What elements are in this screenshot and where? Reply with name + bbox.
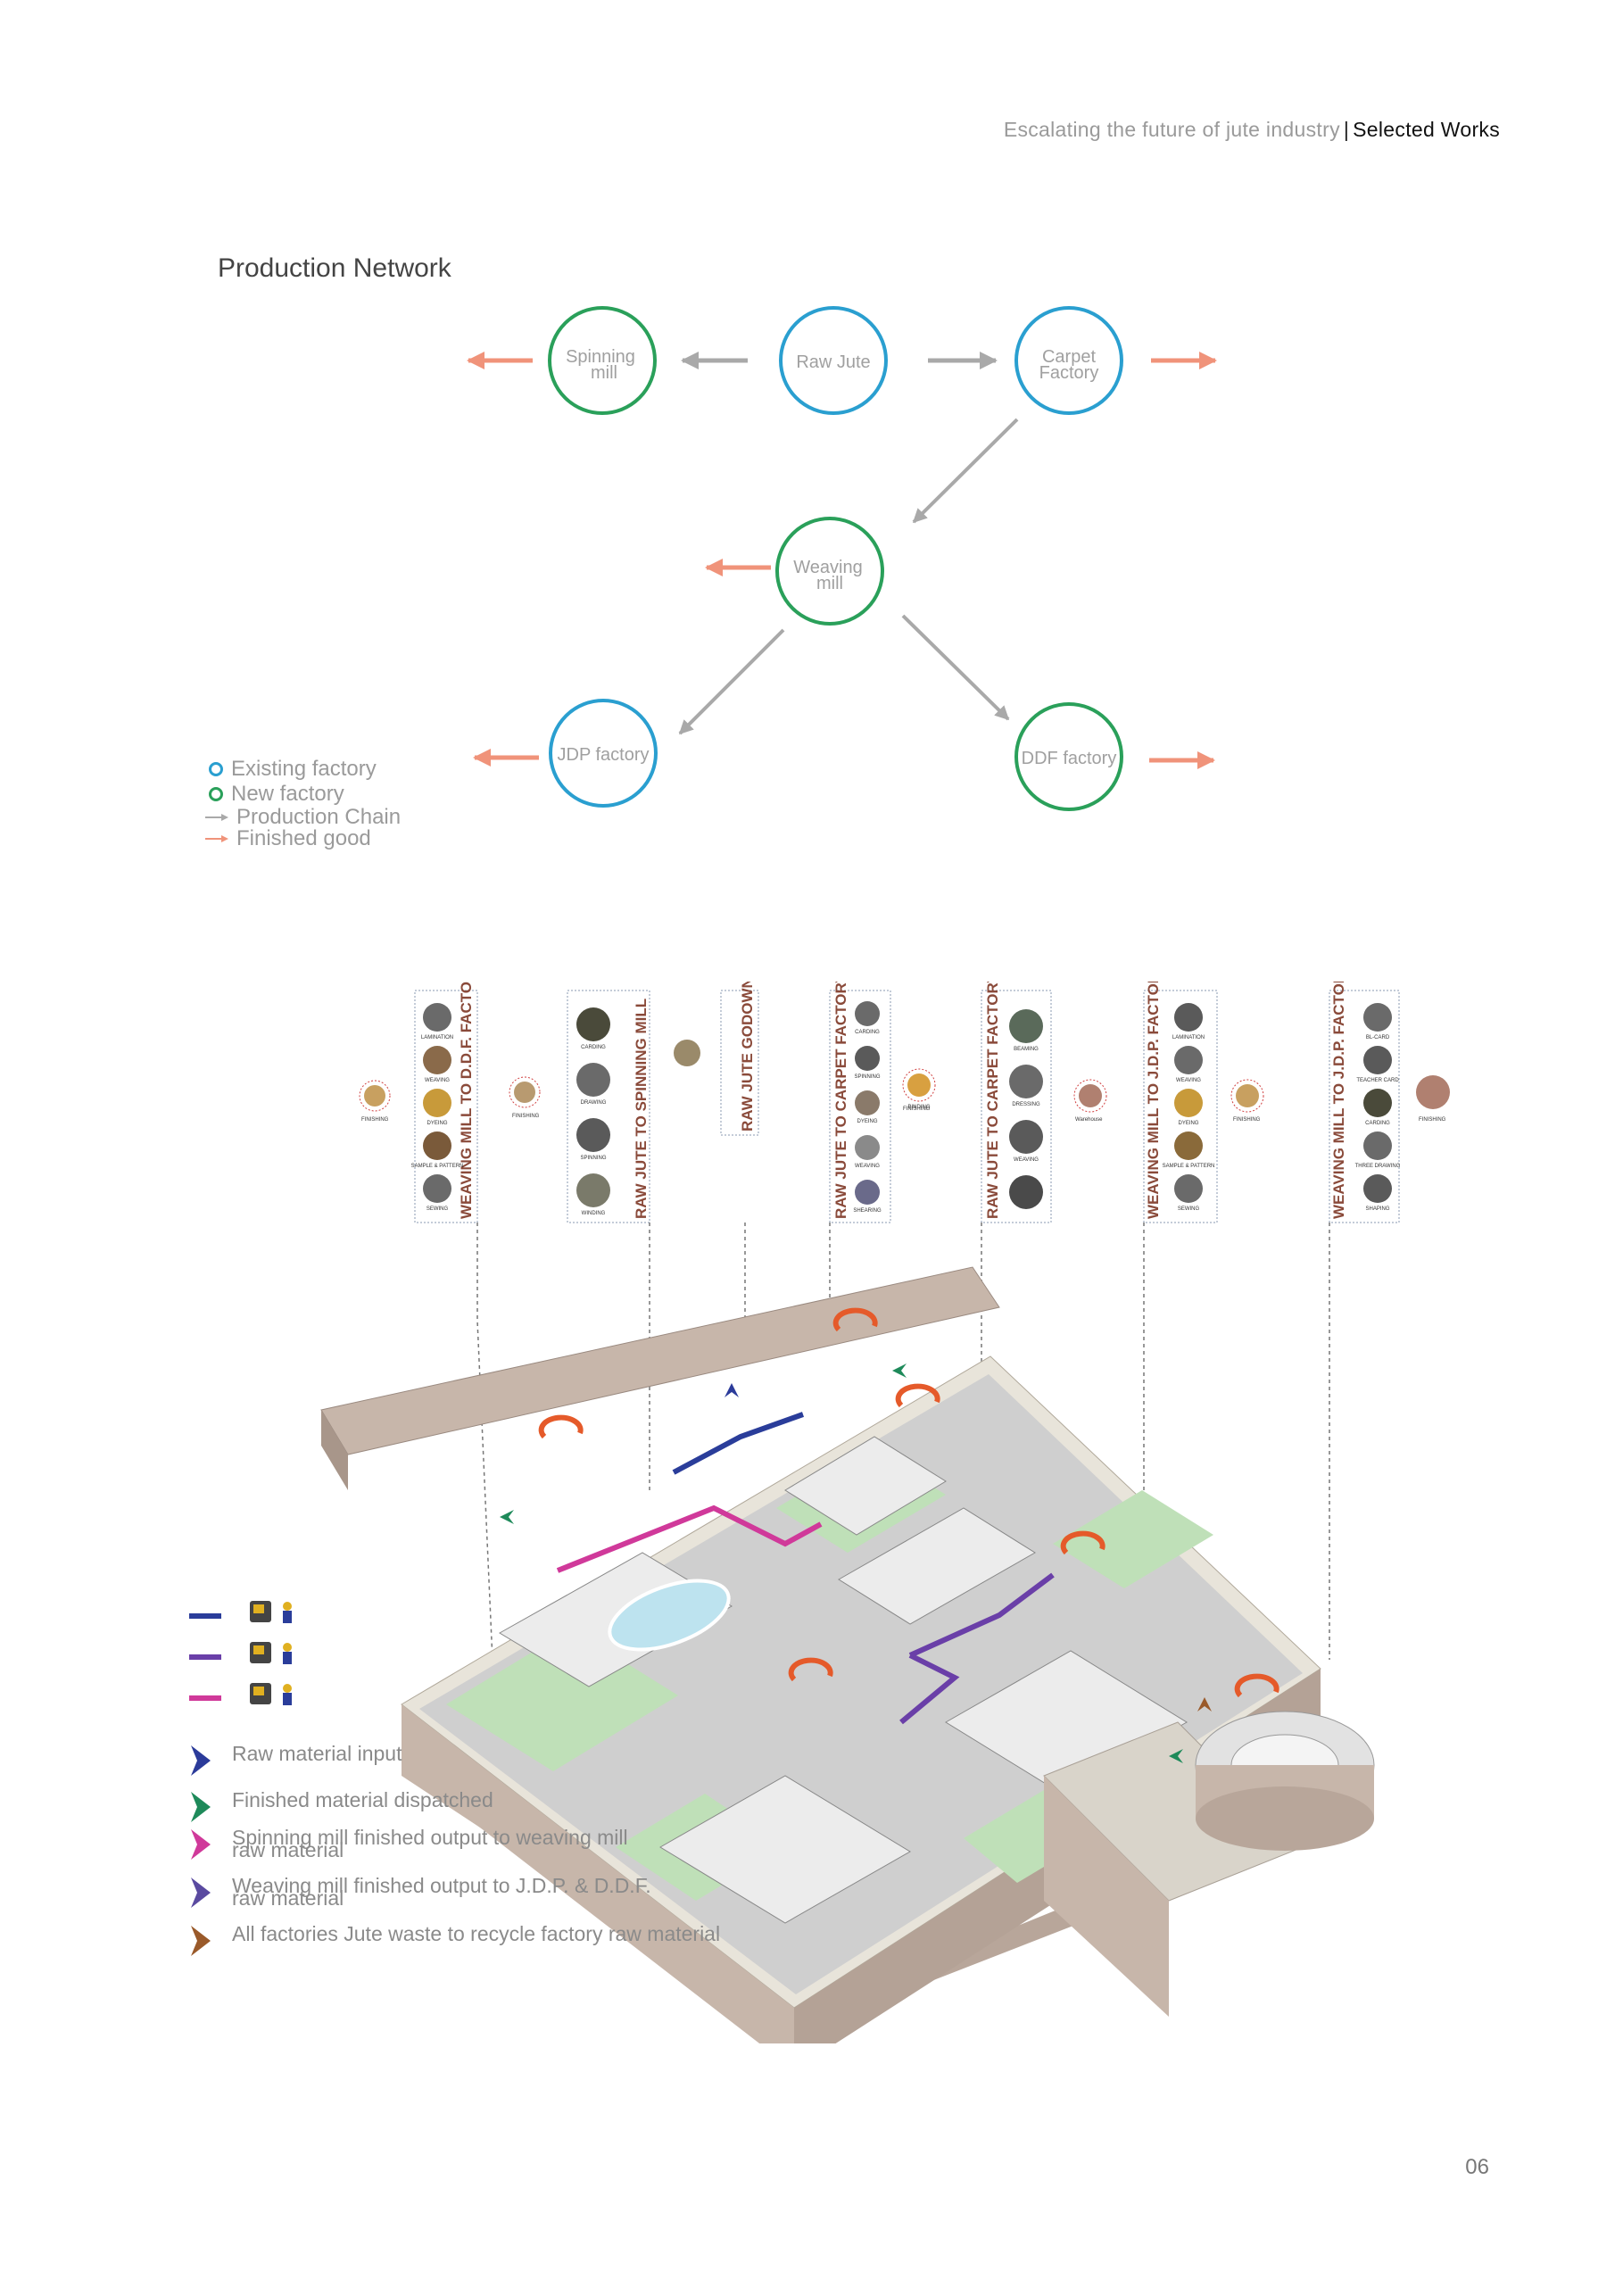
forklift-icon bbox=[250, 1683, 271, 1704]
lane-step-label: DRAWING bbox=[581, 1100, 607, 1106]
lane-step-label: CARDING bbox=[855, 1030, 880, 1035]
lane-step-label: SHEARING bbox=[853, 1208, 882, 1214]
node-weaving-mill: Weaving mill bbox=[777, 518, 882, 624]
lane-raw-to-carpet-2: RAW JUTE TO CARPET FACTORY Warehouse BEA… bbox=[981, 982, 1106, 1223]
lane-weaving-to-jdp-2: WEAVING MILL TO J.D.P. FACTORY FINISHING… bbox=[1329, 982, 1450, 1223]
node-raw-jute: Raw Jute bbox=[781, 308, 886, 413]
route-blue bbox=[674, 1414, 803, 1472]
route-pink-swatch bbox=[189, 1695, 221, 1701]
route-purple-swatch bbox=[189, 1654, 221, 1660]
lane-step-label: LAMINATION bbox=[421, 1035, 453, 1040]
lane-step-label: TEACHER CARD bbox=[1356, 1078, 1399, 1083]
lane-step-label: SAMPLE & PATTERN bbox=[411, 1164, 464, 1169]
svg-text:JDP factory: JDP factory bbox=[558, 745, 650, 765]
lane-weaving-to-ddf: WEAVING MILL TO D.D.F. FACTORY FINISHING… bbox=[360, 982, 477, 1223]
lane-step-label: BEAMING bbox=[1014, 1047, 1039, 1052]
legend-existing: Existing factory bbox=[209, 757, 377, 782]
lane-step-label: WEAVING bbox=[1014, 1157, 1039, 1163]
svg-text:FINISHING: FINISHING bbox=[512, 1114, 540, 1119]
lane-step-label: THREE DRAWING bbox=[1355, 1164, 1401, 1169]
svg-text:FINISHING: FINISHING bbox=[1419, 1117, 1446, 1123]
dispatch-arrow-icon bbox=[189, 1792, 212, 1822]
svg-text:RAW JUTE TO CARPET FACTORY: RAW JUTE TO CARPET FACTORY bbox=[832, 982, 849, 1219]
lane-step-label: LAMINATION bbox=[1172, 1035, 1205, 1040]
forklift-icon bbox=[250, 1601, 271, 1622]
lane-step-label: SEWING bbox=[1178, 1206, 1200, 1212]
new-factory-icon bbox=[209, 787, 223, 801]
lane-step-label: SPINNING bbox=[580, 1156, 606, 1161]
svg-text:RAW JUTE TO CARPET FACTORY: RAW JUTE TO CARPET FACTORY bbox=[984, 982, 1001, 1219]
spin-output-arrow-icon bbox=[189, 1829, 212, 1860]
svg-text:RAW JUTE TO SPINNING MILL: RAW JUTE TO SPINNING MILL bbox=[633, 999, 650, 1219]
route-blue-swatch bbox=[189, 1613, 221, 1619]
lane-step-label: WEAVING bbox=[855, 1164, 880, 1169]
waste-arrow-icon bbox=[189, 1926, 212, 1956]
node-jdp-factory: JDP factory bbox=[551, 700, 656, 806]
forklift-icon bbox=[250, 1642, 271, 1663]
lane-step-label: SHAPING bbox=[1365, 1206, 1389, 1212]
lane-step-label: BL-CARD bbox=[1366, 1035, 1390, 1040]
svg-text:Warehouse: Warehouse bbox=[1075, 1117, 1103, 1123]
lane-weaving-to-jdp-1: WEAVING MILL TO J.D.P. FACTORY FINISHING… bbox=[1144, 982, 1263, 1223]
lane-step-label: DYEING bbox=[426, 1121, 447, 1126]
lane-step-label: WINDING bbox=[582, 1211, 606, 1216]
legend-finished: Finished good bbox=[205, 826, 371, 851]
page-number: 06 bbox=[1465, 2155, 1489, 2180]
raw-input-arrow-icon bbox=[189, 1745, 212, 1776]
svg-text:Raw Jute: Raw Jute bbox=[796, 352, 870, 372]
node-carpet-factory: Carpet Factory bbox=[1016, 308, 1122, 413]
lane-step-label: DYEING bbox=[1178, 1121, 1198, 1126]
lane-step-label: CARDING bbox=[581, 1045, 606, 1050]
svg-text:Factory: Factory bbox=[1039, 363, 1099, 383]
lane-raw-to-spinning: RAW JUTE TO SPINNING MILL FINISHING CARD… bbox=[509, 991, 650, 1223]
chain-arrow-weaving-to-ddf bbox=[903, 616, 1008, 719]
svg-text:RAW JUTE GODOWN: RAW JUTE GODOWN bbox=[739, 982, 756, 1131]
svg-text:WEAVING MILL TO J.D.P. FACTORY: WEAVING MILL TO J.D.P. FACTORY bbox=[1330, 982, 1347, 1219]
lane-step-label: SAMPLE & PATTERN bbox=[1163, 1164, 1215, 1169]
svg-text:FINISHING: FINISHING bbox=[361, 1117, 389, 1123]
process-lanes: WEAVING MILL TO D.D.F. FACTORY FINISHING… bbox=[0, 982, 1623, 1249]
finished-arrow-icon bbox=[205, 834, 228, 843]
lane-step-label: SPINNING bbox=[854, 1074, 880, 1080]
lane-step-label: WEAVING bbox=[1176, 1078, 1201, 1083]
worker-icon bbox=[283, 1684, 292, 1705]
svg-text:mill: mill bbox=[816, 574, 843, 593]
chain-arrow-icon bbox=[205, 813, 228, 822]
chain-arrow-carpet-to-weaving bbox=[914, 419, 1017, 522]
svg-text:FINISHING: FINISHING bbox=[1233, 1117, 1261, 1123]
lane-step-label: DYEING bbox=[857, 1119, 877, 1124]
node-spinning-mill: Spinning mill bbox=[550, 308, 655, 413]
svg-text:mill: mill bbox=[591, 363, 617, 383]
existing-factory-icon bbox=[209, 762, 223, 776]
weave-output-arrow-icon bbox=[189, 1877, 212, 1908]
lane-step-label: SEWING bbox=[426, 1206, 449, 1212]
svg-text:WEAVING MILL TO J.D.P. FACTORY: WEAVING MILL TO J.D.P. FACTORY bbox=[1145, 982, 1162, 1219]
legend-new: New factory bbox=[209, 782, 344, 807]
node-ddf-factory: DDF factory bbox=[1016, 704, 1122, 809]
lane-step-label: CARDING bbox=[1365, 1121, 1390, 1126]
route-legend bbox=[187, 1599, 330, 1733]
lane-step-label: WEAVING bbox=[425, 1078, 450, 1083]
worker-icon bbox=[283, 1643, 292, 1664]
lane-step-label: DRESSING bbox=[1012, 1102, 1040, 1107]
lane-raw-jute-godown: RAW JUTE GODOWN bbox=[674, 982, 758, 1135]
lane-step-label: BINDING bbox=[907, 1105, 930, 1110]
worker-icon bbox=[283, 1602, 292, 1623]
chain-arrow-weaving-to-jdp bbox=[680, 630, 783, 734]
svg-text:WEAVING MILL TO D.D.F. FACTORY: WEAVING MILL TO D.D.F. FACTORY bbox=[458, 982, 475, 1219]
svg-text:DDF factory: DDF factory bbox=[1022, 749, 1117, 768]
lane-raw-to-carpet-1: RAW JUTE TO CARPET FACTORY FINISHING CAR… bbox=[830, 982, 935, 1223]
